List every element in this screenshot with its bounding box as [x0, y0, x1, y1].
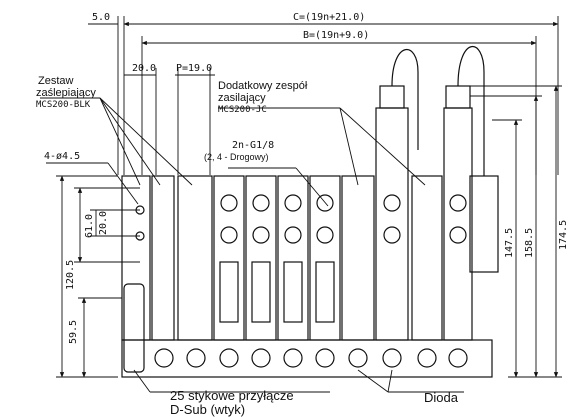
offset-left-dimension: 5.0 [92, 12, 110, 23]
hole-spec-dimension: 4-ø4.5 [44, 151, 80, 162]
valve-stations [213, 175, 341, 341]
height-c-dimension: 174.5 [558, 220, 569, 250]
port-spec: 2n-G1/8 [232, 140, 274, 151]
leader-lines [40, 97, 464, 393]
mount-height-dimension: 61.0 [84, 214, 95, 238]
height-a-dimension: 147.5 [504, 228, 515, 258]
power-supply-units [375, 45, 485, 341]
height-b-dimension: 158.5 [524, 228, 535, 258]
dsub-label-line1: 25 stykowe przyłącze [170, 388, 294, 403]
dsub-connector [123, 283, 145, 373]
connector-height-dimension: 59.5 [68, 320, 79, 344]
hole-spacing-dimension: 20.0 [98, 211, 109, 235]
end-width-dimension: 20.0 [132, 63, 156, 74]
port-note: (2, 4 - Drogowy) [204, 152, 269, 162]
base-fittings [154, 348, 468, 368]
manifold-body [121, 45, 499, 378]
blanking-label-line1: Zestaw [38, 75, 74, 87]
body-height-dimension: 120.5 [65, 260, 76, 290]
dimension-lines [56, 16, 562, 378]
overall-length-dimension: C=(19n+21.0) [293, 12, 365, 23]
blanking-code: MCS200-BLK [36, 100, 91, 110]
power-label-line2: zasilający [218, 92, 266, 104]
diode-label: Dioda [424, 390, 459, 405]
mount-length-dimension: B=(19n+9.0) [303, 30, 369, 41]
power-label-line1: Dodatkowy zespół [218, 80, 308, 92]
blanking-label-line2: zaślepiający [36, 87, 96, 99]
dsub-label-line2: D-Sub (wtyk) [170, 402, 245, 417]
power-code: MCS200-JC [218, 105, 267, 115]
pitch-dimension: P=19.0 [176, 63, 212, 74]
